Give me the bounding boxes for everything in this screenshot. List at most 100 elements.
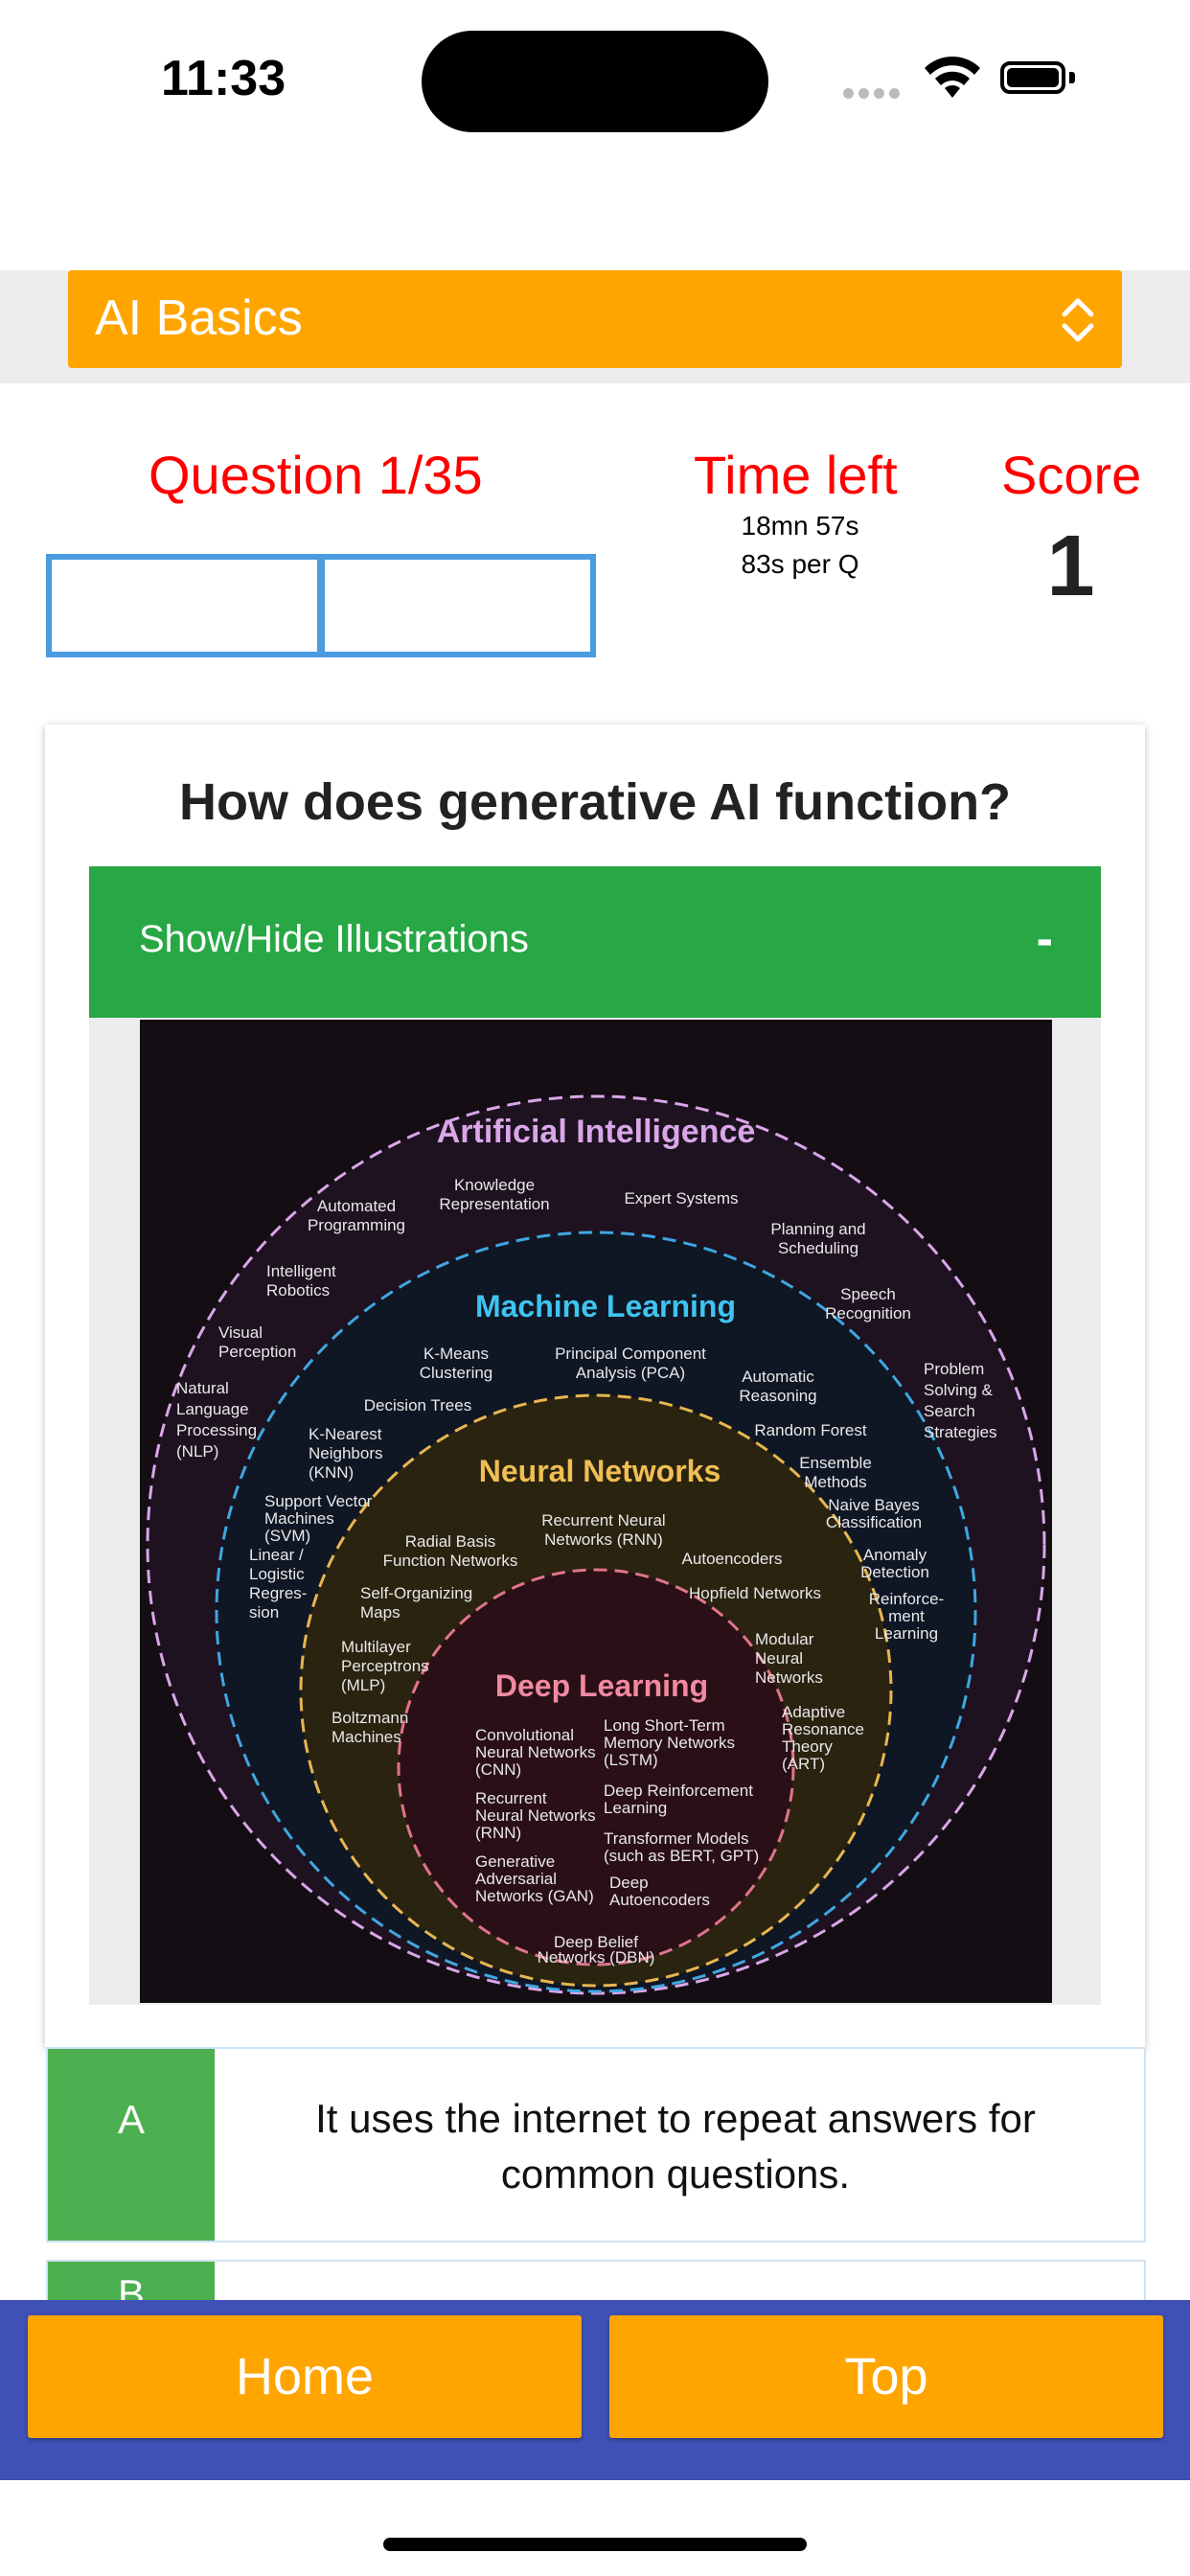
ai-item: Speech — [840, 1285, 896, 1303]
ring-title-ai: Artificial Intelligence — [437, 1114, 756, 1150]
wifi-icon — [925, 56, 980, 98]
dl-item: Long Short-Term — [604, 1716, 725, 1735]
cellular-signal-icon — [843, 86, 904, 104]
nn-item: Multilayer — [341, 1638, 411, 1656]
ai-item: Robotics — [266, 1281, 330, 1300]
ml-item: Machines — [264, 1509, 334, 1528]
dl-item: Deep Reinforcement — [604, 1782, 753, 1800]
ml-item: Automatic — [742, 1368, 814, 1386]
ai-item: Programming — [308, 1216, 405, 1234]
ai-item: Visual — [218, 1323, 263, 1342]
ai-item: Expert Systems — [624, 1189, 738, 1208]
ai-item: Language — [176, 1400, 249, 1418]
dl-item: Networks (GAN) — [475, 1887, 594, 1905]
nn-item: Boltzmann — [332, 1709, 408, 1727]
ai-item: Planning and — [770, 1220, 865, 1238]
ml-item: Classification — [826, 1513, 922, 1531]
category-select-value: AI Basics — [95, 290, 303, 346]
home-button[interactable]: Home — [28, 2315, 582, 2438]
dl-item: Autoencoders — [609, 1891, 710, 1909]
ring-title-dl: Deep Learning — [495, 1668, 708, 1703]
bottom-nav: Home Top — [0, 2300, 1190, 2480]
nn-item: Self-Organizing — [360, 1584, 472, 1602]
dl-item: (LSTM) — [604, 1751, 658, 1769]
collapse-icon: - — [1036, 911, 1053, 967]
nn-item: Hopfield Networks — [689, 1584, 821, 1602]
status-bar: 11:33 — [0, 0, 1190, 163]
ring-title-ml: Machine Learning — [475, 1289, 736, 1323]
ml-item: Reasoning — [739, 1387, 816, 1405]
time-remaining: 18mn 57s — [741, 511, 859, 540]
ai-hierarchy-illustration: Artificial Intelligence Machine Learning… — [140, 1020, 1052, 2003]
time-per-question: 83s per Q — [741, 549, 859, 579]
illustration-toggle[interactable]: Show/Hide Illustrations - — [89, 866, 1101, 1018]
category-select[interactable]: AI Basics — [68, 270, 1122, 368]
ml-item: Methods — [804, 1473, 866, 1491]
question-card: How does generative AI function? Show/Hi… — [45, 724, 1145, 2047]
dl-item: (such as BERT, GPT) — [604, 1847, 759, 1865]
ai-item: (NLP) — [176, 1442, 218, 1460]
ml-item: Regres- — [249, 1584, 307, 1602]
ml-item: K-Means — [423, 1345, 489, 1363]
nn-item: Maps — [360, 1603, 400, 1622]
ml-item: Ensemble — [799, 1454, 872, 1472]
ml-item: Reinforce- — [869, 1590, 944, 1608]
ring-title-nn: Neural Networks — [479, 1454, 721, 1488]
nn-item: Modular — [755, 1630, 814, 1648]
dl-item: Memory Networks — [604, 1734, 735, 1752]
ml-item: Linear / — [249, 1546, 304, 1564]
ai-item: Processing — [176, 1421, 257, 1439]
dl-item: Convolutional — [475, 1726, 574, 1744]
nn-item: Neural — [755, 1649, 803, 1668]
nn-item: Networks — [755, 1668, 823, 1687]
status-time: 11:33 — [161, 51, 286, 106]
time-left-label: Time left — [694, 445, 898, 505]
nn-item: (MLP) — [341, 1676, 385, 1694]
dl-item: Networks (DBN) — [538, 1948, 655, 1966]
score-value: 1 — [1046, 518, 1095, 614]
nn-item: Perceptrons — [341, 1657, 429, 1675]
answer-text: It uses the internet to repeat answers f… — [315, 2096, 1036, 2196]
ai-item: Automated — [317, 1197, 396, 1215]
progress-divider — [317, 560, 325, 652]
ai-item: Problem — [924, 1360, 984, 1378]
chevron-updown-icon — [1062, 298, 1094, 342]
ai-item: Recognition — [825, 1304, 911, 1322]
dl-item: Neural Networks — [475, 1743, 596, 1761]
ml-item: (KNN) — [309, 1463, 354, 1482]
score-label: Score — [1001, 445, 1142, 505]
ml-item: ment — [888, 1607, 925, 1625]
ml-item: Clustering — [420, 1364, 493, 1382]
dl-item: Generative — [475, 1852, 555, 1871]
battery-icon — [1000, 61, 1075, 94]
illustration-toggle-label: Show/Hide Illustrations — [139, 918, 529, 960]
ai-item: Knowledge — [454, 1176, 535, 1194]
nn-item: Recurrent Neural — [541, 1511, 665, 1530]
nn-item: Radial Basis — [405, 1532, 496, 1551]
home-indicator — [383, 2538, 807, 2551]
ml-item: Support Vector — [264, 1492, 373, 1510]
ai-item: Solving & — [924, 1381, 993, 1399]
ml-item: Random Forest — [754, 1421, 866, 1439]
ml-item: Analysis (PCA) — [576, 1364, 685, 1382]
answer-option-a[interactable]: A It uses the internet to repeat answers… — [46, 2047, 1146, 2242]
ml-item: Principal Component — [555, 1345, 706, 1363]
ai-item: Scheduling — [778, 1239, 858, 1257]
answer-letter: A — [48, 2049, 215, 2241]
nn-item: Theory — [782, 1737, 833, 1756]
question-counter: Question 1/35 — [149, 445, 483, 505]
ml-item: (SVM) — [264, 1527, 310, 1545]
nn-item: Adaptive — [782, 1703, 845, 1721]
dl-item: (CNN) — [475, 1760, 521, 1779]
ring-dl — [397, 1568, 795, 1966]
ai-item: Representation — [439, 1195, 549, 1213]
nn-item: Resonance — [782, 1720, 864, 1738]
top-button[interactable]: Top — [609, 2315, 1163, 2438]
ml-item: Learning — [875, 1624, 938, 1643]
dl-item: (RNN) — [475, 1824, 521, 1842]
dl-item: Adversarial — [475, 1870, 557, 1888]
ai-item: Strategies — [924, 1423, 997, 1441]
ml-item: Naive Bayes — [828, 1496, 919, 1514]
ai-item: Intelligent — [266, 1262, 336, 1280]
dl-item: Recurrent — [475, 1789, 547, 1807]
